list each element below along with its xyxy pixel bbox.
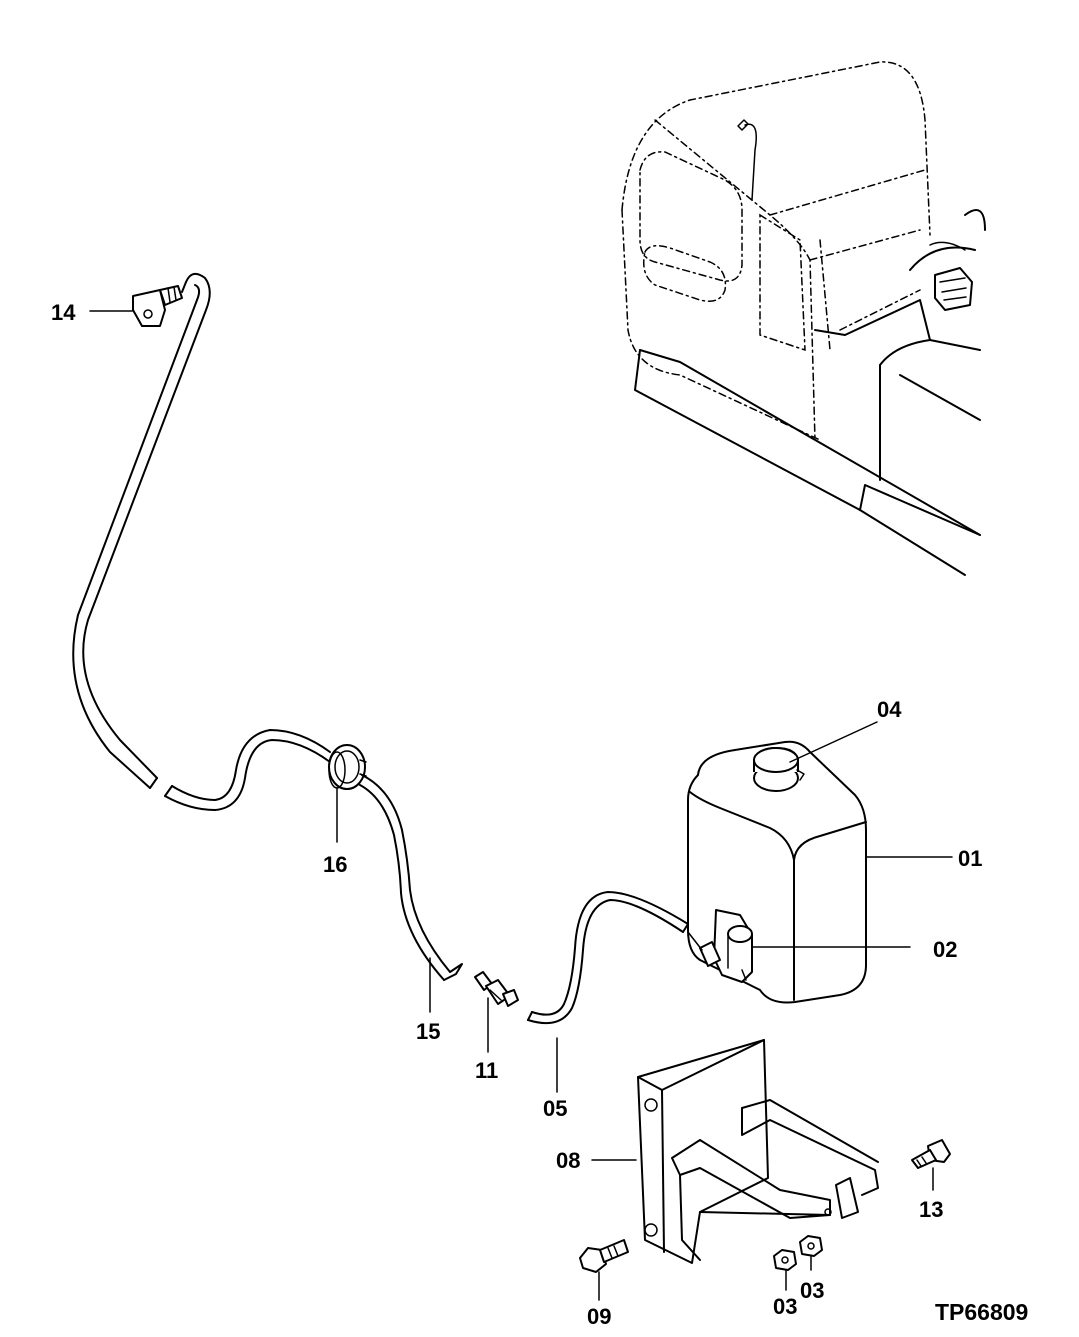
hose-middle [164, 729, 331, 811]
callout-05: 05 [543, 1096, 567, 1121]
callout-13: 13 [919, 1197, 943, 1222]
hose-upper [72, 272, 211, 789]
connector-11 [474, 971, 519, 1007]
washer-nozzle-14 [132, 285, 183, 327]
callout-03-right: 03 [800, 1278, 824, 1303]
bolt-13 [911, 1139, 951, 1169]
nuts-03 [773, 1235, 823, 1271]
bolt-09 [579, 1239, 629, 1273]
grommet-16 [328, 744, 367, 790]
callout-labels: 01 02 03 03 04 05 08 09 11 13 14 15 16 T… [51, 300, 1028, 1329]
hose-05 [527, 891, 689, 1024]
hose-15 [359, 774, 463, 981]
callout-01: 01 [958, 846, 982, 871]
callout-11: 11 [475, 1058, 498, 1083]
callout-14: 14 [51, 300, 76, 325]
callout-04: 04 [877, 697, 902, 722]
callout-15: 15 [416, 1019, 440, 1044]
callout-03-left: 03 [773, 1294, 797, 1319]
callout-09: 09 [587, 1304, 611, 1329]
drawing-code: TP66809 [935, 1299, 1028, 1325]
excavator-cab-illustration [621, 61, 986, 576]
bracket-08 [637, 1039, 879, 1264]
callout-02: 02 [933, 937, 957, 962]
leader-lines [89, 310, 953, 1301]
callout-16: 16 [323, 852, 347, 877]
callout-08: 08 [556, 1148, 580, 1173]
washer-tank-01 [687, 740, 867, 1004]
